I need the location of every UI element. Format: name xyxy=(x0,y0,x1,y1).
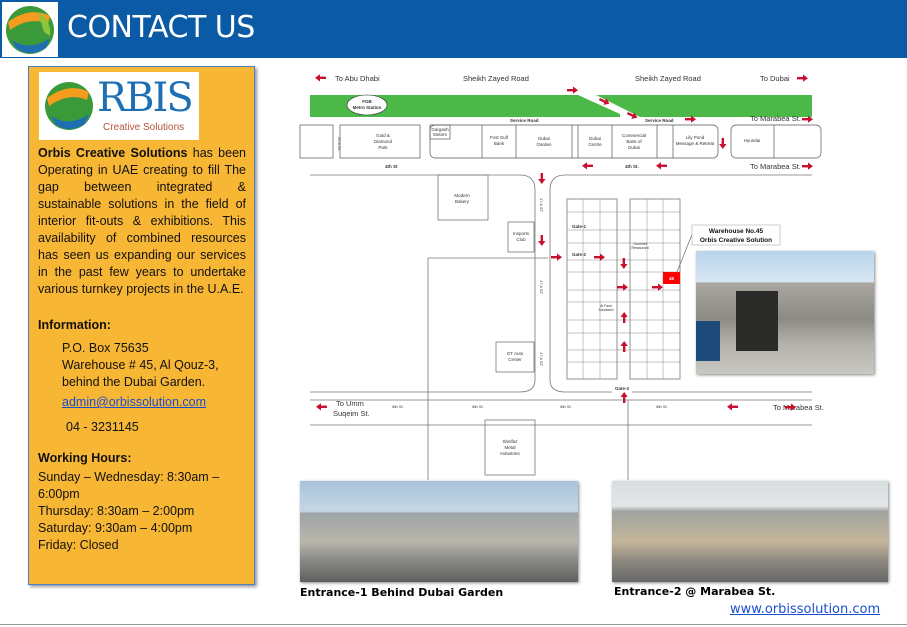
map-label: 17 A ST. xyxy=(539,352,544,367)
map-label: 25 A St. xyxy=(337,137,342,151)
to-marabea-label: To Marabea St. xyxy=(750,114,801,123)
to-marabea-label: To Marabea St. xyxy=(773,403,824,412)
hours-line: Friday: Closed xyxy=(38,538,119,552)
map-label: Diamond xyxy=(374,139,393,144)
globe-logo-icon xyxy=(45,82,93,130)
map-label: Shelfaz xyxy=(502,439,518,444)
map-label: 17 A ST. xyxy=(539,198,544,213)
website-link[interactable]: www.orbissolution.com xyxy=(730,602,881,617)
map-label: Gargash xyxy=(431,127,449,132)
map-label: Gourmet xyxy=(633,242,647,246)
map-label: 45 xyxy=(669,276,675,281)
map-label: Bank xyxy=(494,141,505,146)
map-label: GT Auto xyxy=(507,351,524,356)
warehouse-photo xyxy=(696,251,874,374)
map-label: Orbis Creative Solution xyxy=(700,237,772,244)
map-label: Modern xyxy=(454,193,470,198)
map-label: Suqeim St. xyxy=(333,409,370,418)
globe-logo-icon xyxy=(6,6,54,54)
to-marabea-label: To Marabea St. xyxy=(750,162,801,171)
address-line-1: Warehouse # 45, Al Qouz-3, xyxy=(62,358,219,372)
po-box: P.O. Box 75635 xyxy=(62,341,149,355)
entrance-1-photo xyxy=(300,481,578,582)
header-bar: CONTACT US xyxy=(0,0,907,58)
metro-station xyxy=(346,94,388,116)
map-label: First Gulf xyxy=(490,135,509,140)
to-abu-dhabi-label: To Abu Dhabi xyxy=(335,74,380,83)
hours-line: Thursday: 8:30am – 2:00pm xyxy=(38,504,195,518)
info-heading: Information: xyxy=(38,318,111,332)
map-label: Lily Pond xyxy=(686,135,705,140)
map-label: Service Road xyxy=(510,118,539,123)
map-label: Metro Station xyxy=(353,105,382,110)
map-label: Bank of xyxy=(626,139,642,144)
email-link[interactable]: admin@orbissolution.com xyxy=(62,395,207,409)
map-label: Restaurant xyxy=(631,246,648,250)
warehouse-45-marker xyxy=(663,272,680,284)
map-label: 8th St. xyxy=(656,404,668,409)
map-label: Club xyxy=(516,237,526,242)
road-label: Sheikh Zayed Road xyxy=(635,74,701,83)
road-label: Sheikh Zayed Road xyxy=(463,74,529,83)
map-label: 8th St. xyxy=(560,404,572,409)
map-label: Dubai xyxy=(628,145,640,150)
logo-tagline: Creative Solutions xyxy=(103,122,185,133)
map-label: 8th St. xyxy=(392,404,404,409)
map-label: Gate-3 xyxy=(615,386,630,391)
map-label: 4th St. xyxy=(625,164,639,169)
map-label: Bakery xyxy=(455,199,470,204)
map-label: Garden xyxy=(536,142,552,147)
map-label: Al Farsi xyxy=(600,304,612,308)
map-label: Sandwich xyxy=(598,308,613,312)
hours-line: 6:00pm xyxy=(38,487,80,501)
map-label: Gate-2 xyxy=(572,252,587,257)
map-label: 17 A ST. xyxy=(539,280,544,295)
entrance-2-photo xyxy=(612,481,888,582)
map-label: Center xyxy=(508,357,522,362)
hours-line: Saturday: 9:30am – 4:00pm xyxy=(38,521,193,535)
map-label: FGB xyxy=(362,99,372,104)
map-label: Industries xyxy=(500,451,520,456)
green-belt xyxy=(596,95,812,117)
map-label: Gate-1 xyxy=(572,224,587,229)
map-label: Park xyxy=(378,145,388,150)
map-label: Message & Retreat xyxy=(676,141,715,146)
green-belt xyxy=(310,95,620,117)
map-label: Insports xyxy=(513,231,530,236)
rbis-logo: RBIS Creative Solutions xyxy=(39,72,199,140)
map-label: Service Road xyxy=(645,118,674,123)
entrance-1-caption: Entrance-1 Behind Dubai Garden xyxy=(300,586,504,599)
footer-divider xyxy=(0,624,907,625)
company-intro: Orbis Creative Solutions has been Operat… xyxy=(38,145,246,298)
map-label: Metal xyxy=(504,445,515,450)
map-label: Dubai xyxy=(589,136,601,141)
map-label: Motors xyxy=(433,132,448,137)
hours-heading: Working Hours: xyxy=(38,451,132,465)
map-label: Centre xyxy=(588,142,602,147)
company-info-panel: RBIS Creative Solutions Orbis Creative S… xyxy=(28,66,255,585)
company-name: Orbis Creative Solutions xyxy=(38,146,188,160)
to-dubai-label: To Dubai xyxy=(760,74,790,83)
map-label: To Umm xyxy=(336,399,364,408)
map-label: Hyundai xyxy=(744,138,761,143)
logo-text: RBIS xyxy=(97,75,194,121)
address-line-2: behind the Dubai Garden. xyxy=(62,375,206,389)
warehouse-callout xyxy=(691,224,781,246)
map-label: Gold & xyxy=(376,133,390,138)
orbis-logo xyxy=(2,2,58,57)
hours-line: Sunday – Wednesday: 8:30am – xyxy=(38,470,220,484)
entrance-2-caption: Entrance-2 @ Marabea St. xyxy=(614,585,776,598)
page-title: CONTACT US xyxy=(67,10,255,45)
map-label: Commercial xyxy=(622,133,646,138)
phone-number: 04 - 3231145 xyxy=(66,420,139,434)
map-label: Dubai xyxy=(538,136,550,141)
map-label: 4th St xyxy=(385,164,398,169)
map-label: 8th St. xyxy=(472,404,484,409)
intro-text: has been Operating in UAE creating to fi… xyxy=(38,146,246,296)
map-label: Warehouse No.45 xyxy=(709,228,764,235)
